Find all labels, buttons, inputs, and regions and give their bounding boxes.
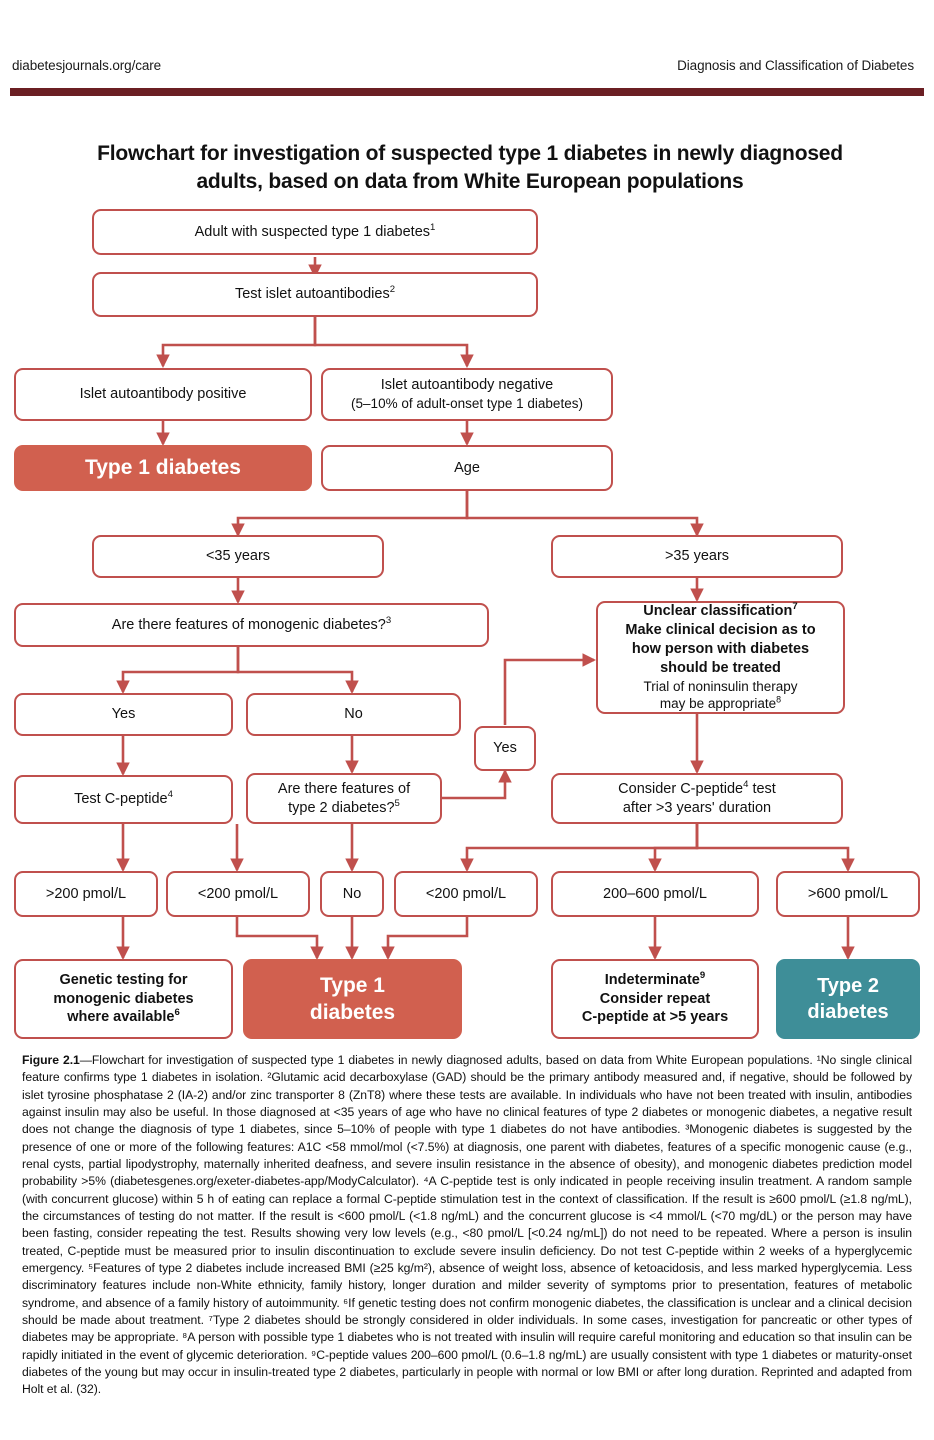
node-result-200-600-label: 200–600 pmol/L xyxy=(603,885,707,902)
node-result-gt200[interactable]: >200 pmol/L xyxy=(14,871,158,917)
node-unclear-line6: may be appropriate8 xyxy=(659,694,782,712)
section-title: Diagnosis and Classification of Diabetes xyxy=(677,58,914,73)
footnote-marker-2: 2 xyxy=(389,284,396,296)
node-monogenic-features-label: Are there features of monogenic diabetes… xyxy=(111,614,392,633)
running-head: diabetesjournals.org/care Diagnosis and … xyxy=(0,58,934,78)
node-consider-c-peptide[interactable]: Consider C-peptide4 test after >3 years'… xyxy=(551,773,843,824)
node-test-islet-label: Test islet autoantibodies2 xyxy=(234,284,396,303)
node-genetic-testing-line1: Genetic testing for xyxy=(59,971,188,988)
node-unclear-title: Unclear classification7 xyxy=(643,601,798,620)
node-unclear-line4: should be treated xyxy=(660,659,781,676)
node-aab-positive[interactable]: Islet autoantibody positive xyxy=(14,368,312,421)
node-type2-features-line1: Are there features of xyxy=(277,780,411,797)
node-type1-primary-label: Type 1 diabetes xyxy=(84,456,241,480)
node-genetic-testing[interactable]: Genetic testing for monogenic diabetes w… xyxy=(14,959,233,1039)
node-type2-features-line2: type 2 diabetes?5 xyxy=(288,797,400,816)
figure-caption-label: Figure 2.1 xyxy=(22,1053,80,1067)
node-result-gt600-label: >600 pmol/L xyxy=(807,885,889,902)
node-result-lt200-b-label: <200 pmol/L xyxy=(425,885,507,902)
node-unclear-line5: Trial of noninsulin therapy xyxy=(643,678,798,694)
node-genetic-testing-line3: where available6 xyxy=(67,1007,180,1026)
node-age-label: Age xyxy=(454,459,480,476)
footnote-marker-1: 1 xyxy=(430,221,436,233)
node-type1-outcome-line2: diabetes xyxy=(309,1001,396,1024)
node-over-35-label: >35 years xyxy=(664,548,730,565)
node-indeterminate-line2: Consider repeat xyxy=(599,990,711,1007)
node-monogenic-features-question[interactable]: Are there features of monogenic diabetes… xyxy=(14,603,489,647)
node-unclear-line2: Make clinical decision as to xyxy=(625,622,816,639)
figure-caption-body: —Flowchart for investigation of suspecte… xyxy=(22,1053,912,1397)
node-test-islet-autoantibodies[interactable]: Test islet autoantibodies2 xyxy=(92,272,538,317)
node-aab-negative-label: Islet autoantibody negative xyxy=(380,377,554,394)
node-type2-outcome-line1: Type 2 xyxy=(817,975,879,997)
journal-url: diabetesjournals.org/care xyxy=(12,58,162,73)
node-under-35-label: <35 years xyxy=(205,548,271,565)
footnote-marker-4a: 4 xyxy=(167,789,173,801)
node-unclear-classification[interactable]: Unclear classification7 Make clinical de… xyxy=(596,601,845,714)
node-result-lt200-a[interactable]: <200 pmol/L xyxy=(166,871,310,917)
node-type2-outcome-line2: diabetes xyxy=(807,1001,889,1023)
node-aab-negative[interactable]: Islet autoantibody negative (5–10% of ad… xyxy=(321,368,613,421)
node-test-c-peptide[interactable]: Test C-peptide4 xyxy=(14,775,233,824)
node-result-lt200-a-label: <200 pmol/L xyxy=(197,885,279,902)
node-type2-diabetes-outcome[interactable]: Type 2 diabetes xyxy=(776,959,920,1039)
node-genetic-testing-line2: monogenic diabetes xyxy=(53,990,194,1007)
footnote-marker-6: 6 xyxy=(174,1007,180,1019)
node-indeterminate-line1: Indeterminate9 xyxy=(604,969,706,988)
figure-caption: Figure 2.1—Flowchart for investigation o… xyxy=(22,1052,912,1399)
header-rule xyxy=(10,88,924,96)
footnote-marker-9: 9 xyxy=(699,969,706,981)
node-result-no[interactable]: No xyxy=(320,871,384,917)
node-result-lt200-b[interactable]: <200 pmol/L xyxy=(394,871,538,917)
figure-title: Flowchart for investigation of suspected… xyxy=(97,142,843,193)
node-under-35-years[interactable]: <35 years xyxy=(92,535,384,578)
node-type1-diabetes-outcome[interactable]: Type 1 diabetes xyxy=(243,959,462,1039)
footnote-marker-4b: 4 xyxy=(743,778,749,790)
flowchart-connectors xyxy=(116,257,855,961)
node-type2-features-yes[interactable]: Yes xyxy=(474,726,536,771)
node-result-200-600[interactable]: 200–600 pmol/L xyxy=(551,871,759,917)
node-type1-diabetes-primary[interactable]: Type 1 diabetes xyxy=(14,445,312,491)
node-consider-c-peptide-line1: Consider C-peptide4 test xyxy=(618,778,776,797)
node-indeterminate-line3: C-peptide at >5 years xyxy=(581,1009,729,1026)
footnote-marker-5: 5 xyxy=(394,797,400,809)
footnote-marker-7: 7 xyxy=(792,601,798,613)
node-adult-suspected-label: Adult with suspected type 1 diabetes1 xyxy=(194,221,436,240)
node-adult-suspected[interactable]: Adult with suspected type 1 diabetes1 xyxy=(92,209,538,255)
node-consider-c-peptide-line2: after >3 years' duration xyxy=(622,799,772,816)
node-unclear-line3: how person with diabetes xyxy=(631,640,810,657)
flowchart: Adult with suspected type 1 diabetes1 Te… xyxy=(14,209,920,1039)
node-monogenic-no-label: No xyxy=(344,706,363,723)
node-type2-features-yes-label: Yes xyxy=(493,740,517,757)
footnote-marker-3: 3 xyxy=(385,614,392,626)
node-type1-outcome-line1: Type 1 xyxy=(320,973,385,997)
node-over-35-years[interactable]: >35 years xyxy=(551,535,843,578)
node-type2-features-question[interactable]: Are there features of type 2 diabetes?5 xyxy=(246,773,442,824)
node-monogenic-yes-label: Yes xyxy=(111,706,136,723)
node-indeterminate[interactable]: Indeterminate9 Consider repeat C-peptide… xyxy=(551,959,759,1039)
node-result-gt200-label: >200 pmol/L xyxy=(45,885,127,902)
footnote-marker-8: 8 xyxy=(776,694,782,705)
node-result-no-label: No xyxy=(342,885,362,902)
node-aab-positive-label: Islet autoantibody positive xyxy=(79,386,247,403)
node-monogenic-yes[interactable]: Yes xyxy=(14,693,233,736)
node-aab-negative-sublabel: (5–10% of adult-onset type 1 diabetes) xyxy=(351,396,583,412)
node-monogenic-no[interactable]: No xyxy=(246,693,461,736)
node-age[interactable]: Age xyxy=(321,445,613,491)
node-result-gt600[interactable]: >600 pmol/L xyxy=(776,871,920,917)
node-test-c-peptide-label: Test C-peptide4 xyxy=(74,789,173,808)
